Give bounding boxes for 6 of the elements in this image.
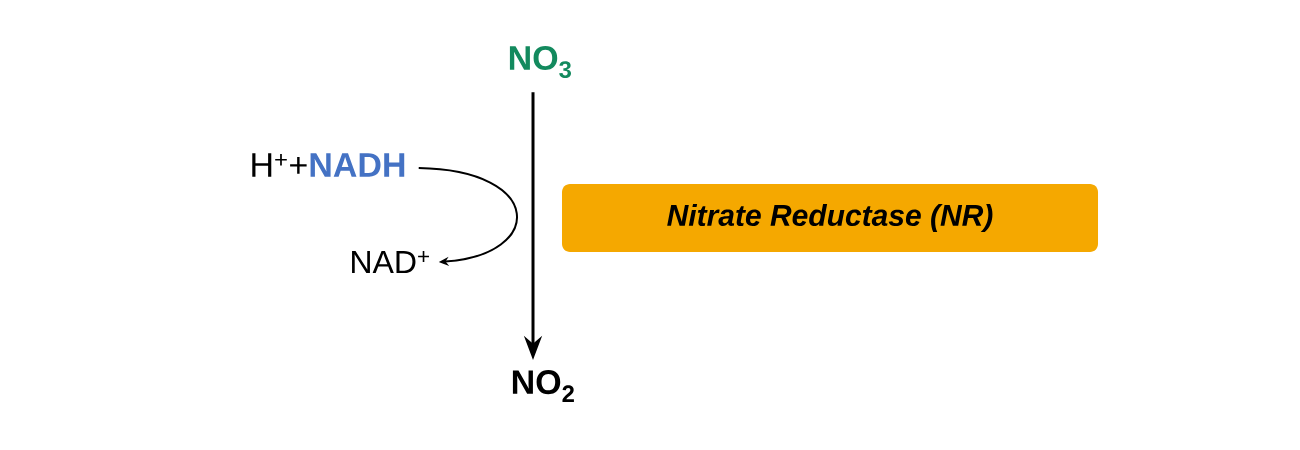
enzyme-box: Nitrate Reductase (NR): [562, 184, 1098, 252]
formula-label: NAD$^{+}$: [352, 251, 429, 273]
formula-label: H$^{+}$+NADH: [252, 153, 405, 177]
arrow: [417, 167, 518, 266]
formula-label: NO$_{2}$: [512, 370, 574, 402]
formula-label: NO$_{3}$: [509, 45, 571, 79]
